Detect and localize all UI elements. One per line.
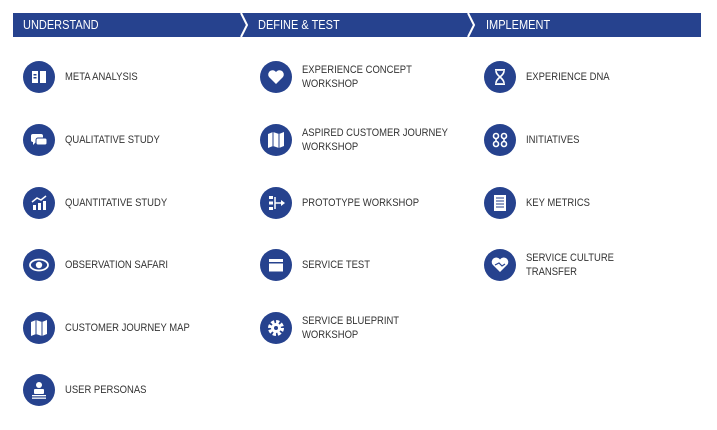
method-label: PROTOTYPE WORKSHOP <box>302 197 420 209</box>
map-icon <box>23 312 55 344</box>
bar-chart-icon <box>23 187 55 219</box>
method-label: QUALITATIVE STUDY <box>65 134 160 146</box>
method-label: ASPIRED CUSTOMER JOURNEY WORKSHOP <box>302 127 448 153</box>
method-label: SERVICE CULTURE TRANSFER <box>526 252 614 278</box>
chevron-separator <box>240 13 249 37</box>
method-label: EXPERIENCE CONCEPT WORKSHOP <box>302 64 412 90</box>
method-label: SERVICE TEST <box>302 259 370 271</box>
method-item: QUALITATIVE STUDY <box>23 124 255 156</box>
eye-icon <box>23 249 55 281</box>
method-item: SERVICE CULTURE TRANSFER <box>484 249 716 281</box>
phase-implement: IMPLEMENT <box>486 18 551 32</box>
dna-icon <box>484 61 516 93</box>
map-icon <box>260 124 292 156</box>
method-item: EXPERIENCE CONCEPT WORKSHOP <box>260 61 492 93</box>
method-item: SERVICE BLUEPRINT WORKSHOP <box>260 312 492 344</box>
method-label: QUANTITATIVE STUDY <box>65 197 168 209</box>
method-label: KEY METRICS <box>526 197 590 209</box>
method-label: META ANALYSIS <box>65 71 138 83</box>
phase-understand: UNDERSTAND <box>23 18 99 32</box>
method-item: META ANALYSIS <box>23 61 255 93</box>
method-label: CUSTOMER JOURNEY MAP <box>65 322 190 334</box>
user-icon <box>23 374 55 406</box>
method-label: INITIATIVES <box>526 134 580 146</box>
heart-icon <box>260 61 292 93</box>
gear-icon <box>260 312 292 344</box>
nodes-icon <box>484 124 516 156</box>
method-label: USER PERSONAS <box>65 384 147 396</box>
method-item: PROTOTYPE WORKSHOP <box>260 187 492 219</box>
method-item: ASPIRED CUSTOMER JOURNEY WORKSHOP <box>260 124 492 156</box>
method-label: SERVICE BLUEPRINT WORKSHOP <box>302 315 400 341</box>
method-item: OBSERVATION SAFARI <box>23 249 255 281</box>
method-item: KEY METRICS <box>484 187 716 219</box>
book-icon <box>23 61 55 93</box>
handshake-heart-icon <box>484 249 516 281</box>
method-item: EXPERIENCE DNA <box>484 61 716 93</box>
chevron-separator <box>467 13 476 37</box>
method-item: CUSTOMER JOURNEY MAP <box>23 312 255 344</box>
list-icon <box>484 187 516 219</box>
flow-icon <box>260 187 292 219</box>
method-label: EXPERIENCE DNA <box>526 71 610 83</box>
method-item: QUANTITATIVE STUDY <box>23 187 255 219</box>
method-item: INITIATIVES <box>484 124 716 156</box>
clapperboard-icon <box>260 249 292 281</box>
phase-define-test: DEFINE & TEST <box>258 18 340 32</box>
method-item: SERVICE TEST <box>260 249 492 281</box>
method-label: OBSERVATION SAFARI <box>65 259 169 271</box>
phase-banner <box>13 13 701 37</box>
chat-icon <box>23 124 55 156</box>
method-item: USER PERSONAS <box>23 374 255 406</box>
